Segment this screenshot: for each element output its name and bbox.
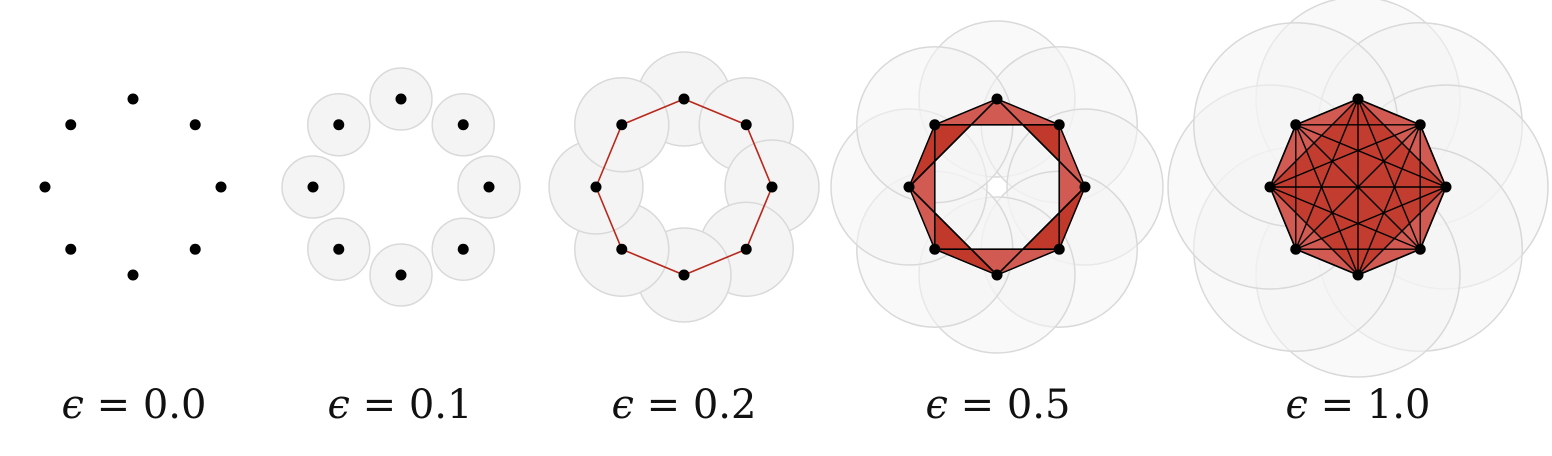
- edge: [1269, 124, 1421, 188]
- vertex-point: [127, 93, 139, 105]
- vertex-point: [616, 243, 628, 255]
- edge: [683, 98, 747, 126]
- edge: [595, 124, 623, 188]
- vertex-point: [1264, 181, 1276, 193]
- vertex-point: [333, 119, 345, 131]
- epsilon-value: 0.0: [142, 382, 207, 428]
- edge: [1295, 98, 1359, 126]
- equals-sign: =: [96, 382, 131, 428]
- vertex-point: [457, 243, 469, 255]
- edge: [1295, 124, 1359, 276]
- vertex-point: [1440, 181, 1452, 193]
- center-hole: [988, 178, 1006, 196]
- edge: [1269, 124, 1297, 188]
- edge: [996, 186, 1086, 276]
- edge: [1295, 98, 1359, 250]
- vertex-point: [189, 243, 201, 255]
- edge: [621, 248, 685, 276]
- vertex-point: [616, 119, 628, 131]
- panel-complex-2: [548, 51, 820, 323]
- edge: [1419, 124, 1447, 188]
- equals-sign: =: [362, 382, 397, 428]
- equals-sign: =: [1320, 382, 1355, 428]
- edge: [1269, 186, 1297, 250]
- edge: [1269, 186, 1421, 250]
- panel-complex-1: [281, 67, 521, 307]
- vertex-point: [929, 243, 941, 255]
- epsilon-symbol: ϵ: [1285, 382, 1308, 428]
- vertex-point: [65, 243, 77, 255]
- vertex-point: [1414, 119, 1426, 131]
- vertex-point: [1352, 93, 1364, 105]
- epsilon-value: 0.2: [692, 382, 757, 428]
- edge: [1357, 98, 1421, 250]
- equals-sign: =: [646, 382, 681, 428]
- panel-label-eps-0.0: ϵ = 0.0: [14, 382, 254, 428]
- vertex-point: [483, 181, 495, 193]
- edge: [683, 248, 747, 276]
- vertex-point: [740, 243, 752, 255]
- vertex-point: [590, 181, 602, 193]
- edge: [1295, 124, 1421, 250]
- vertex-point: [307, 181, 319, 193]
- epsilon-value: 0.5: [1006, 382, 1071, 428]
- vertex-point: [457, 119, 469, 131]
- panel-complex-4: [1167, 0, 1549, 378]
- vertex-point: [903, 181, 915, 193]
- vertex-point: [39, 181, 51, 193]
- vertex-point: [678, 269, 690, 281]
- vertex-point: [991, 93, 1003, 105]
- edge: [621, 98, 685, 126]
- epsilon-symbol: ϵ: [611, 382, 634, 428]
- vertex-point: [1352, 269, 1364, 281]
- vertex-point: [1053, 243, 1065, 255]
- edge: [745, 124, 773, 188]
- vertex-point: [65, 119, 77, 131]
- vertex-point: [929, 119, 941, 131]
- edge: [996, 98, 1086, 188]
- epsilon-symbol: ϵ: [327, 382, 350, 428]
- edge: [1419, 186, 1447, 250]
- edge: [1295, 124, 1447, 188]
- vertex-point: [395, 269, 407, 281]
- panel-complex-0: [39, 93, 227, 281]
- vertex-point: [740, 119, 752, 131]
- epsilon-value: 1.0: [1366, 382, 1431, 428]
- vertex-point: [395, 93, 407, 105]
- edge: [908, 98, 998, 188]
- equals-sign: =: [960, 382, 995, 428]
- epsilon-value: 0.1: [408, 382, 473, 428]
- vertex-point: [1053, 119, 1065, 131]
- vertex-point: [1079, 181, 1091, 193]
- vertex-point: [678, 93, 690, 105]
- edge: [1357, 248, 1421, 276]
- vertex-point: [333, 243, 345, 255]
- edge: [1357, 98, 1421, 126]
- edge: [745, 186, 773, 250]
- vertex-point: [991, 269, 1003, 281]
- vertex-point: [1290, 243, 1302, 255]
- vertex-point: [189, 119, 201, 131]
- panel-label-eps-0.1: ϵ = 0.1: [280, 382, 520, 428]
- vertex-point: [766, 181, 778, 193]
- edge: [1269, 186, 1359, 276]
- panel-complex-3: [830, 20, 1164, 354]
- edge: [1357, 124, 1421, 276]
- edge: [1295, 186, 1447, 250]
- epsilon-symbol: ϵ: [61, 382, 84, 428]
- vertex-point: [127, 269, 139, 281]
- edge: [595, 186, 623, 250]
- epsilon-symbol: ϵ: [925, 382, 948, 428]
- vertex-point: [215, 181, 227, 193]
- vertex-point: [1414, 243, 1426, 255]
- panel-label-eps-1.0: ϵ = 1.0: [1238, 382, 1478, 428]
- panel-label-eps-0.5: ϵ = 0.5: [878, 382, 1118, 428]
- edge: [908, 186, 998, 276]
- vertex-point: [1290, 119, 1302, 131]
- panel-label-eps-0.2: ϵ = 0.2: [564, 382, 804, 428]
- balls-group: [548, 51, 820, 323]
- edge: [1295, 248, 1359, 276]
